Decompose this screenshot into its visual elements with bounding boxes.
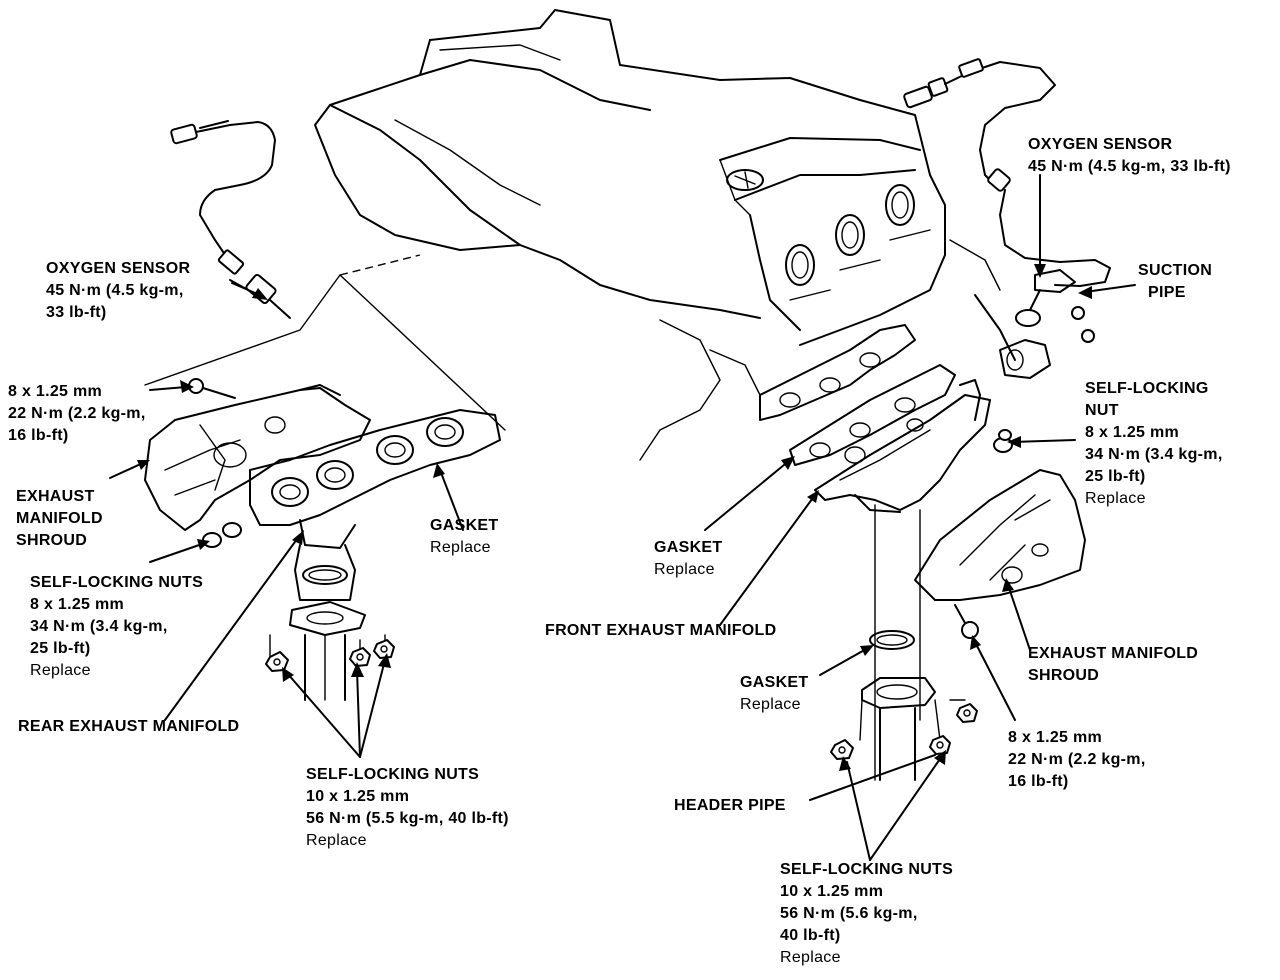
header-pipe-drawing (830, 504, 978, 781)
label-self-locking-nuts-left-bottom: SELF-LOCKING NUTS 10 x 1.25 mm 56 N·m (5… (306, 766, 509, 849)
rear-exhaust-manifold-drawing (144, 378, 501, 701)
label-gasket-left: GASKET Replace (430, 517, 499, 556)
bolt-right (954, 604, 979, 639)
leader-lines (109, 174, 1136, 861)
bolt-left (188, 378, 236, 399)
label-oxygen-sensor-left: OXYGEN SENSOR 45 N·m (4.5 kg-m, 33 lb-ft… (46, 260, 191, 321)
nut-left-2 (349, 647, 371, 667)
label-bolt-right: 8 x 1.25 mm 22 N·m (2.2 kg-m, 16 lb-ft) (1008, 729, 1146, 790)
label-bolt-left: 8 x 1.25 mm 22 N·m (2.2 kg-m, 16 lb-ft) (8, 383, 146, 444)
nut-right-self-locking (993, 429, 1013, 453)
nut-left-3 (373, 639, 395, 659)
exhaust-manifold-shroud-right-drawing (914, 429, 1086, 639)
engine-block-drawing (144, 9, 1001, 461)
nut-bottom-1 (830, 739, 854, 760)
arrowheads (137, 264, 1092, 771)
label-self-locking-nuts-bottom: SELF-LOCKING NUTS 10 x 1.25 mm 56 N·m (5… (780, 861, 954, 966)
label-rear-exhaust-manifold: REAR EXHAUST MANIFOLD (18, 718, 240, 735)
label-self-locking-nut-right: SELF-LOCKING NUT 8 x 1.25 mm 34 N·m (3.4… (1085, 380, 1223, 507)
label-suction-pipe: SUCTION PIPE (1138, 262, 1213, 301)
label-exhaust-manifold-shroud-left: EXHAUST MANIFOLD SHROUD (16, 488, 103, 549)
label-gasket-mid: GASKET Replace (654, 539, 723, 578)
label-front-exhaust-manifold: FRONT EXHAUST MANIFOLD (545, 622, 777, 639)
front-exhaust-manifold-drawing (759, 294, 1095, 513)
label-exhaust-manifold-shroud-right: EXHAUST MANIFOLD SHROUD (1028, 645, 1199, 684)
oxygen-sensor-right-drawing (903, 58, 1111, 323)
label-oxygen-sensor-right: OXYGEN SENSOR 45 N·m (4.5 kg-m, 33 lb-ft… (1028, 136, 1231, 175)
nut-bottom-2 (929, 735, 951, 755)
nut-bottom-3 (956, 703, 978, 723)
nut-left-self-locking (202, 522, 242, 548)
label-header-pipe: HEADER PIPE (674, 797, 786, 814)
label-self-locking-nuts-left: SELF-LOCKING NUTS 8 x 1.25 mm 34 N·m (3.… (30, 574, 204, 679)
label-gasket-lower: GASKET Replace (740, 674, 809, 713)
